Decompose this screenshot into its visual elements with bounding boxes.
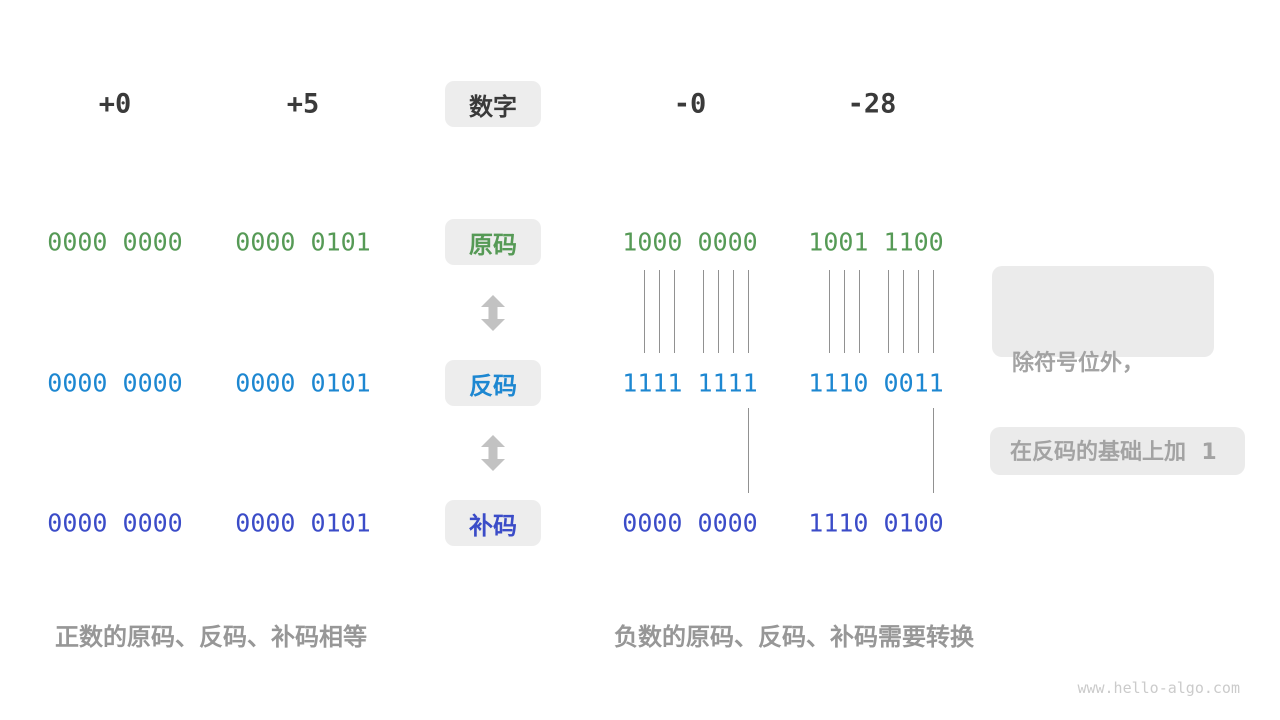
caption-negative: 负数的原码、反码、补码需要转换 — [614, 623, 974, 651]
binary-sign-magnitude-col5: 1001 1100 — [808, 227, 944, 257]
bit-line — [659, 270, 660, 353]
annotation-add-one-box: 在反码的基础上加 1 — [990, 427, 1245, 475]
binary-ones-complement-col5: 1110 0011 — [808, 368, 944, 398]
column-header-minus0: -0 — [673, 88, 707, 120]
bit-line — [674, 270, 675, 353]
caption-positive: 正数的原码、反码、补码相等 — [55, 623, 367, 651]
carry-line — [933, 408, 934, 493]
bit-line — [933, 270, 934, 353]
bit-line — [703, 270, 704, 353]
up-down-arrow-icon — [481, 295, 505, 331]
binary-sign-magnitude-col2: 0000 0101 — [235, 227, 371, 257]
carry-line — [748, 408, 749, 493]
binary-twos-complement-col5: 1110 0100 — [808, 508, 944, 538]
watermark: www.hello-algo.com — [1077, 679, 1240, 697]
label-box-number: 数字 — [445, 81, 541, 127]
column-header-plus0: +0 — [98, 88, 132, 120]
binary-ones-complement-col1: 0000 0000 — [47, 368, 183, 398]
bit-line — [844, 270, 845, 353]
bit-line — [829, 270, 830, 353]
label-box-sign-magnitude: 原码 — [445, 219, 541, 265]
annotation-invert-line1: 除符号位外， — [1012, 351, 1145, 377]
label-box-ones-complement: 反码 — [445, 360, 541, 406]
bit-line — [888, 270, 889, 353]
binary-ones-complement-col2: 0000 0101 — [235, 368, 371, 398]
bit-line — [644, 270, 645, 353]
bit-line — [859, 270, 860, 353]
binary-twos-complement-col4: 0000 0000 — [622, 508, 758, 538]
column-header-plus5: +5 — [286, 88, 320, 120]
binary-twos-complement-col2: 0000 0101 — [235, 508, 371, 538]
binary-sign-magnitude-col1: 0000 0000 — [47, 227, 183, 257]
label-box-twos-complement: 补码 — [445, 500, 541, 546]
bit-line — [733, 270, 734, 353]
binary-twos-complement-col1: 0000 0000 — [47, 508, 183, 538]
binary-sign-magnitude-col4: 1000 0000 — [622, 227, 758, 257]
bit-line — [918, 270, 919, 353]
binary-ones-complement-col4: 1111 1111 — [622, 368, 758, 398]
bit-line — [718, 270, 719, 353]
column-header-minus28: -28 — [847, 88, 897, 120]
bit-line — [903, 270, 904, 353]
annotation-invert-box: 除符号位外， 对其余所有位取反 — [992, 266, 1214, 478]
bit-line — [748, 270, 749, 353]
up-down-arrow-icon — [481, 435, 505, 471]
